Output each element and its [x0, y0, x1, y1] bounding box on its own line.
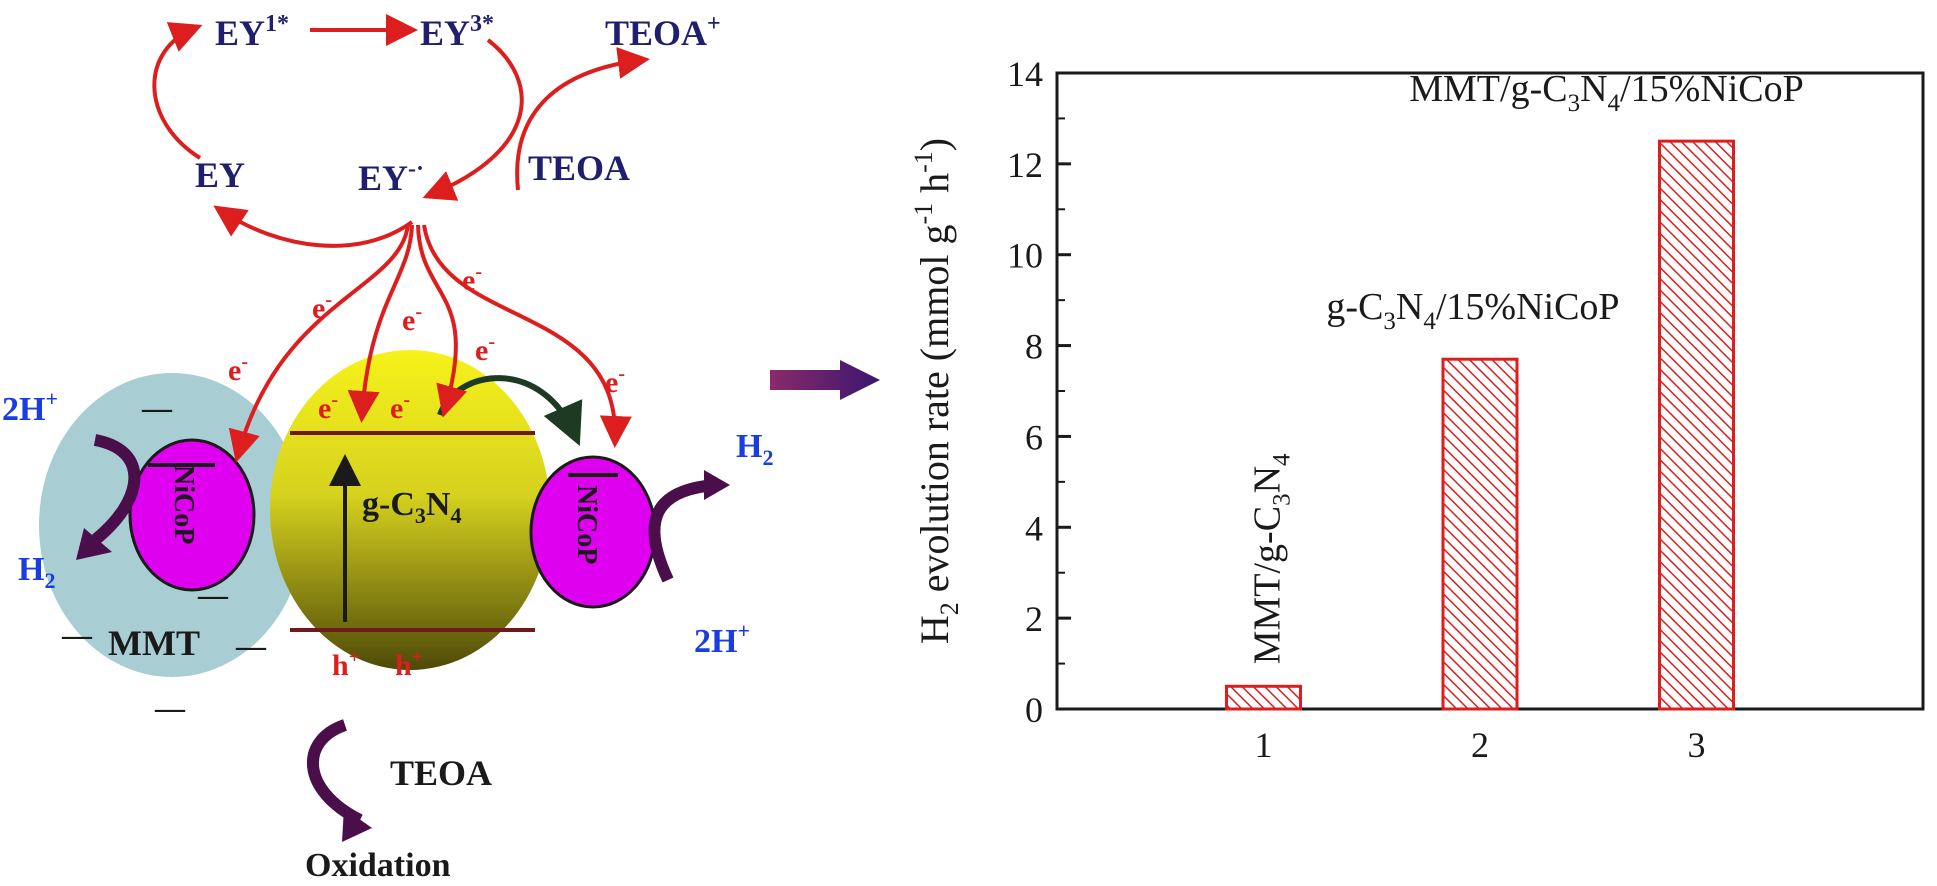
- mmt-label: MMT: [108, 623, 200, 663]
- bar-labels: MMT/g-C3N4 g-C3N4/15%NiCoP MMT/g-C3N4/15%N…: [1247, 68, 1804, 664]
- oxidation-label: Oxidation: [305, 847, 451, 884]
- y-tick-label: 8: [1025, 327, 1043, 367]
- y-tick-label: 2: [1025, 599, 1043, 639]
- hole-label: h+: [395, 646, 423, 682]
- electron-label: e-: [318, 389, 338, 425]
- proton-label-right: 2H+: [694, 618, 750, 660]
- electron-label: e-: [475, 331, 495, 367]
- y-tick-label: 4: [1025, 508, 1043, 548]
- y-tick-label: 14: [1007, 54, 1043, 94]
- nicop-particle-left: [128, 438, 256, 592]
- label-ey-triplet: EY3*: [420, 11, 494, 53]
- nicop-label-right: NiCoP: [571, 485, 602, 564]
- electron-label: e-: [462, 261, 482, 297]
- label-teoa-top: TEOA: [528, 148, 630, 188]
- y-axis: 0 2 4 6 8 10 12 14: [1007, 54, 1071, 730]
- electron-label: e-: [228, 351, 248, 387]
- hole-label: h+: [332, 646, 360, 682]
- hydrogen-label-right: H2: [736, 428, 773, 470]
- h2-evolution-arrow-right: [648, 479, 716, 583]
- negative-charge: —: [235, 630, 267, 663]
- dye-cycle-arrows: [152, 14, 650, 248]
- electron-label: e-: [605, 363, 625, 399]
- x-tick-label: 2: [1471, 725, 1489, 765]
- y-tick-label: 10: [1007, 236, 1043, 276]
- gcn-label: g-C3N4: [362, 486, 461, 528]
- electron-label: e-: [390, 389, 410, 425]
- label-ey: EY: [195, 155, 245, 195]
- bar: [1225, 684, 1302, 711]
- label-ey-singlet: EY1*: [215, 11, 289, 53]
- teoa-oxidation-arrow: [306, 719, 363, 826]
- negative-charge: —: [61, 619, 93, 652]
- y-tick-label: 0: [1025, 690, 1043, 730]
- curved-arrow-heads: [76, 470, 730, 842]
- label-teoa-plus: TEOA+: [605, 11, 721, 53]
- gcn-particle: [270, 350, 550, 670]
- y-tick-label: 6: [1025, 417, 1043, 457]
- negative-charge: —: [197, 579, 229, 612]
- nicop-label-left: NiCoP: [168, 465, 199, 544]
- electron-label: e-: [402, 301, 422, 337]
- label-ey-radical: EY-·: [358, 156, 424, 198]
- hydrogen-label-left: H2: [18, 551, 55, 593]
- teoa-bottom-label: TEOA: [390, 753, 492, 793]
- bar-label: g-C3N4/15%NiCoP: [1326, 286, 1619, 335]
- redox-curved-arrows: [91, 434, 716, 826]
- proton-label-left: 2H+: [2, 386, 58, 428]
- negative-charge: —: [154, 692, 186, 725]
- bar: [1658, 139, 1735, 711]
- x-tick-label: 1: [1255, 725, 1273, 765]
- electron-injection-arrows: [228, 224, 632, 463]
- bar-label: MMT/g-C3N4: [1247, 453, 1296, 664]
- h2-evolution-arrow-left: [91, 434, 141, 545]
- photocatalysis-scheme: EY1* EY3* TEOA+ EY EY-· TEOA e- e- e- e-…: [2, 11, 880, 884]
- negative-charge: —: [141, 392, 173, 425]
- y-tick-label: 12: [1007, 145, 1043, 185]
- y-axis-label: H2 evolution rate (mmol g-1 h-1): [909, 138, 964, 644]
- bar-label: MMT/g-C3N4/15%NiCoP: [1409, 68, 1804, 117]
- bars: [1225, 139, 1735, 711]
- bar: [1441, 357, 1519, 711]
- electron-label: e-: [312, 289, 332, 325]
- x-tick-label: 3: [1688, 725, 1706, 765]
- to-chart-arrow: [770, 360, 880, 400]
